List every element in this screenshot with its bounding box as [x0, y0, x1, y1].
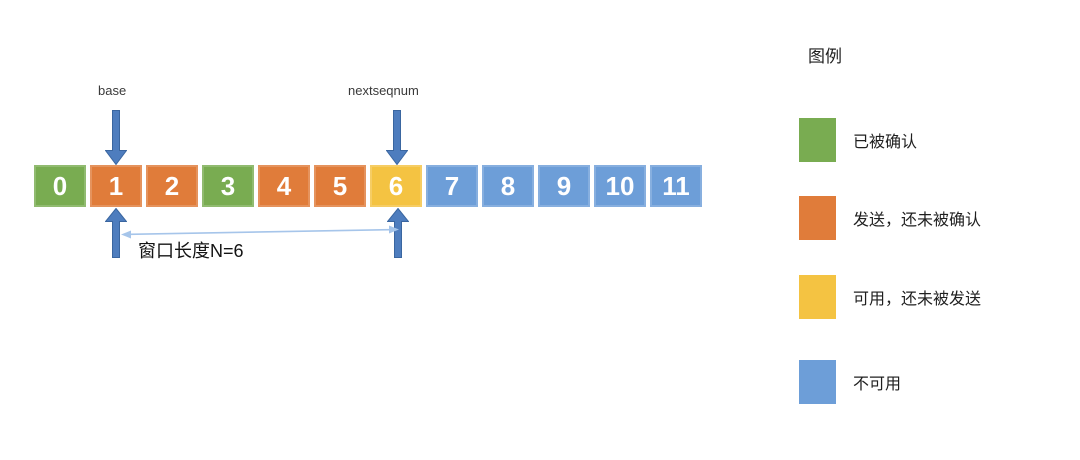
sequence-cell-11: 11	[650, 165, 702, 207]
sequence-cell-5: 5	[314, 165, 366, 207]
legend-swatch-unavailable	[799, 360, 836, 404]
nextseqnum-arrow-down-icon	[386, 110, 408, 165]
window-length-label: 窗口长度N=6	[138, 241, 244, 261]
sequence-cell-8: 8	[482, 165, 534, 207]
legend-item-usable: 可用，还未被发送	[799, 275, 981, 319]
legend-item-unavailable: 不可用	[799, 360, 901, 404]
sequence-cell-7: 7	[426, 165, 478, 207]
legend-label-acked: 已被确认	[853, 134, 918, 151]
base-arrow-down-icon	[105, 110, 127, 165]
nextseqnum-pointer-label: nextseqnum	[348, 83, 419, 98]
sequence-cell-9: 9	[538, 165, 590, 207]
window-end-arrow-up-icon	[387, 208, 409, 258]
legend-item-sent: 发送，还未被确认	[799, 196, 981, 240]
sequence-cell-10: 10	[594, 165, 646, 207]
window-start-arrow-up-icon	[105, 208, 127, 258]
legend-title: 图例	[808, 47, 842, 66]
sequence-cell-1: 1	[90, 165, 142, 207]
legend-swatch-sent	[799, 196, 836, 240]
legend: 图例 已被确认发送，还未被确认可用，还未被发送不可用	[799, 0, 1069, 460]
sequence-cell-2: 2	[146, 165, 198, 207]
legend-label-unavailable: 不可用	[853, 376, 902, 393]
legend-swatch-usable	[799, 275, 836, 319]
sequence-cell-3: 3	[202, 165, 254, 207]
sequence-cell-0: 0	[34, 165, 86, 207]
legend-label-usable: 可用，还未被发送	[853, 291, 982, 308]
legend-item-acked: 已被确认	[799, 118, 917, 162]
sequence-cell-4: 4	[258, 165, 310, 207]
window-span-arrow-icon	[121, 225, 399, 239]
sequence-cell-6: 6	[370, 165, 422, 207]
legend-swatch-acked	[799, 118, 836, 162]
base-pointer-label: base	[98, 83, 127, 98]
legend-label-sent: 发送，还未被确认	[853, 212, 982, 229]
